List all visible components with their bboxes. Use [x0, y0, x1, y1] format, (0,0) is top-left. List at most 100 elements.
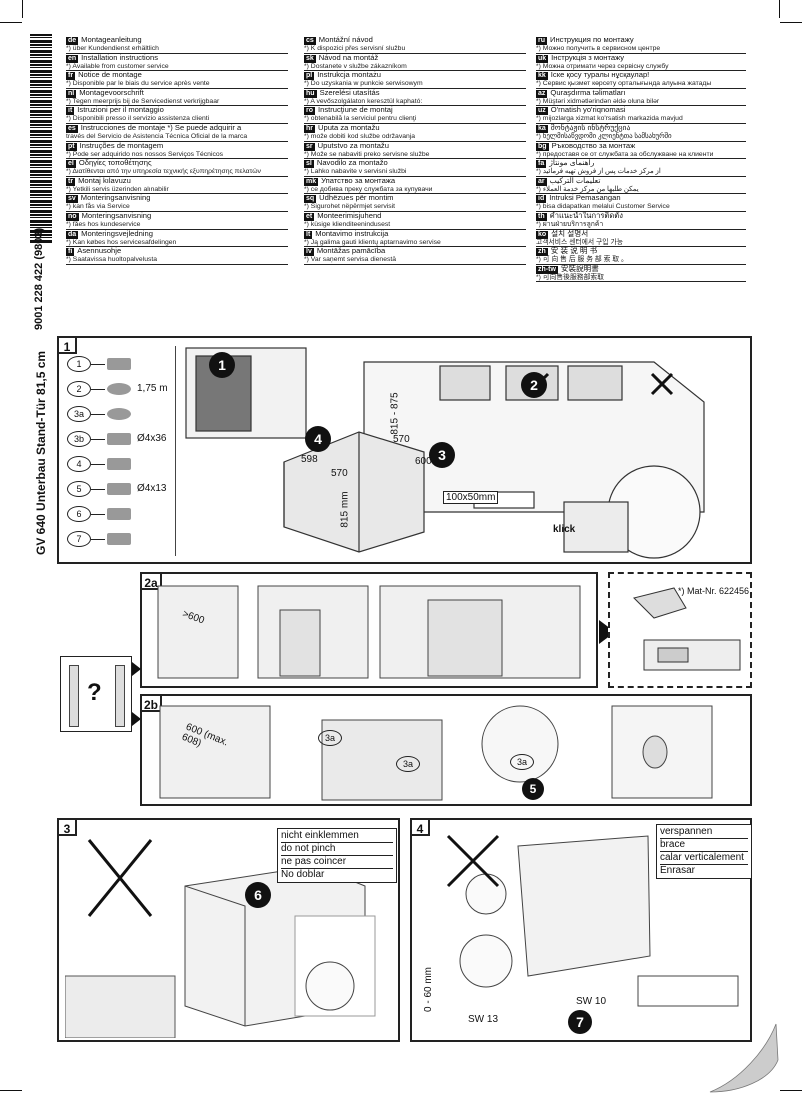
warning-line: brace — [660, 839, 748, 852]
question-mark: ? — [87, 679, 102, 706]
language-title: 설치 설명서 — [551, 229, 589, 238]
language-note: *) küsige klienditeenindusest — [304, 220, 391, 228]
part-leader-line — [91, 389, 105, 390]
language-code-badge: uk — [536, 54, 549, 63]
part-graphic — [107, 408, 131, 420]
crop-mark — [22, 0, 23, 18]
language-code-badge: fi — [66, 248, 75, 257]
part-3a-badge: 3a — [510, 754, 534, 770]
part-graphic — [107, 483, 131, 495]
language-code-badge: pt — [66, 142, 77, 151]
language-note: *) 可向售後服務部索取 — [536, 273, 604, 281]
parts-divider — [175, 346, 176, 556]
language-note: *) 可 向 售 后 服 务 部 索 取 。 — [536, 256, 628, 264]
language-note: *) Dostanete v službe zákazníkom — [304, 62, 407, 70]
crop-mark — [779, 0, 780, 18]
language-note: *) fåes hos kundeservice — [66, 220, 141, 228]
language-code-badge: it — [66, 107, 75, 116]
dimension-height: 815 mm — [339, 491, 351, 528]
callout-6: 6 — [245, 882, 271, 908]
language-note: *) Müştəri xidmətlərindən əldə oluna bil… — [536, 97, 660, 105]
language-code-badge: sv — [66, 195, 78, 204]
warning-line: nicht einklemmen — [281, 830, 393, 843]
language-note: *) über Kundendienst erhältlich — [66, 45, 159, 52]
part-number-badge: 4 — [67, 456, 91, 472]
arrow-right-icon — [132, 712, 141, 726]
language-code-badge: hr — [304, 124, 315, 133]
step-2b-illustration — [159, 705, 713, 801]
language-title: Instrucţiune de montaj — [318, 106, 393, 115]
language-note: *) bisa didapatkan melalui Customer Serv… — [536, 203, 670, 211]
language-code-badge: nl — [66, 89, 77, 98]
language-title: Montavimo instrukcija — [315, 229, 389, 238]
step-number: 2b — [140, 694, 162, 712]
language-title: تعليمات التركيب — [549, 176, 601, 185]
callout-3: 3 — [429, 442, 455, 468]
language-code-badge: ru — [536, 37, 547, 45]
part-3a-badge: 3a — [318, 730, 342, 746]
language-title: Instruções de montagem — [79, 141, 164, 150]
language-title: Uputa za montažu — [318, 123, 380, 132]
part-number-badge: 5 — [67, 481, 91, 497]
language-code-badge: fr — [66, 72, 76, 81]
language-note: 고객서비스 센터에서 구입 가능 — [536, 238, 623, 246]
language-note: *) obtenabilă la serviciul pentru clienţ… — [304, 115, 417, 123]
step-3-illustration — [65, 839, 376, 1038]
language-code-badge: zh-tw — [536, 265, 558, 274]
part-label: 1,75 m — [137, 383, 168, 394]
language-title: Οδηγίες τοποθέτησης — [78, 159, 152, 168]
hole-size: 100x50mm — [443, 491, 499, 504]
language-note: *) Available from customer service — [66, 62, 169, 70]
language-code-badge: de — [66, 37, 79, 45]
mat-nr-label: *) Mat-Nr. 622456 — [678, 586, 750, 596]
klick-label: klick — [553, 524, 576, 535]
language-title: Montagevoorschrift — [79, 88, 144, 97]
language-note: *) Saatavissa huoltopalvelusta — [66, 256, 158, 264]
language-note: *) Može se nabaviti preko servisne služb… — [304, 150, 430, 158]
language-code-badge: az — [536, 89, 548, 98]
part-label: Ø4x36 — [137, 433, 167, 444]
language-code-badge: sl — [304, 160, 314, 169]
language-code-badge: ar — [536, 177, 547, 186]
language-title: Intruksi Pemasangan — [549, 194, 621, 203]
part-number-badge: 1 — [67, 356, 91, 372]
language-note: *) Διατίθενται από την υπηρεσία τεχνικής… — [66, 168, 261, 176]
crop-mark — [780, 1090, 802, 1091]
language-title: Udhëzues për montim — [319, 194, 394, 203]
language-code-badge: es — [66, 124, 78, 133]
language-note: *) Можна отримати через сервісну службу — [536, 62, 669, 70]
language-code-badge: zh — [536, 248, 548, 257]
step-4-panel: 4 verspannen brace calar verticalement E… — [410, 818, 752, 1042]
part-leader-line — [91, 489, 105, 490]
step-1-illustration — [185, 347, 705, 559]
part-number-badge: 3b — [67, 431, 91, 447]
language-title: Instrukcja montażu — [317, 71, 381, 80]
warning-line: No doblar — [281, 869, 325, 880]
language-title: Navodilo za montažo — [316, 159, 388, 168]
part-graphic — [107, 358, 131, 370]
language-code-badge: fa — [536, 160, 547, 169]
language-note: *) предоставя се от службата за обслужва… — [536, 150, 714, 158]
callout-2: 2 — [521, 372, 547, 398]
part-graphic — [107, 508, 131, 520]
language-title: 安 装 说 明 书 — [550, 247, 598, 256]
language-title: Notice de montage — [78, 71, 142, 80]
dimension-depth: 570 — [331, 468, 348, 479]
language-note: *) Lahko nabavite v servisni službi — [304, 168, 407, 176]
warning-line: ne pas coincer — [281, 856, 393, 869]
language-note: *) Сервис қызмет көрсету орталығында алу… — [536, 80, 712, 88]
